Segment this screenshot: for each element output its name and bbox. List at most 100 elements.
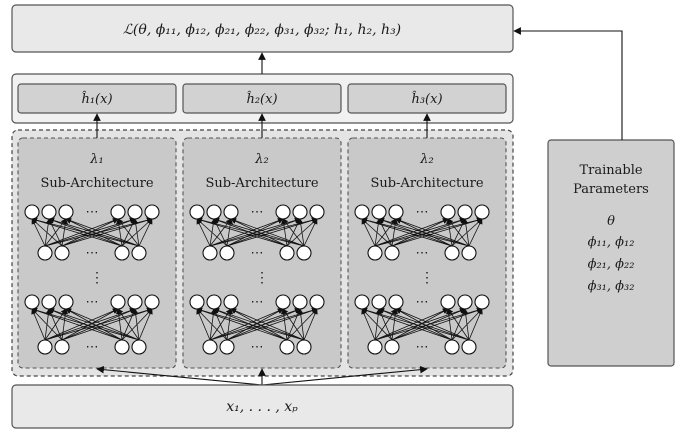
- network-node: [474, 204, 490, 220]
- network-node: [58, 204, 74, 220]
- network-node: [37, 339, 53, 355]
- network-edge: [297, 218, 305, 247]
- parameters-phi-2: ϕ₂₁, ϕ₂₂: [588, 257, 635, 272]
- network-edge: [31, 308, 63, 341]
- parameters-phi-1: ϕ₁₁, ϕ₁₂: [588, 235, 635, 250]
- network-edge: [213, 217, 305, 247]
- network-node: [127, 204, 143, 220]
- network-node: [223, 204, 239, 220]
- network-vertical-ellipsis: ⋮: [255, 270, 269, 286]
- network-node: [461, 339, 477, 355]
- network-edge: [61, 308, 119, 341]
- network-node: [219, 339, 235, 355]
- network-row-ellipsis-lower: ⋯: [416, 340, 429, 355]
- network-edge: [378, 307, 470, 341]
- network-edge: [361, 217, 470, 247]
- network-edge: [196, 217, 305, 247]
- network-node: [54, 245, 70, 261]
- network-edge: [230, 308, 305, 341]
- network-node: [384, 339, 400, 355]
- sub-architecture-2-title: Sub-Architecture: [205, 176, 318, 191]
- network-node: [189, 294, 205, 310]
- network-node: [296, 339, 312, 355]
- network-edge: [61, 308, 69, 341]
- network-edge: [31, 217, 123, 247]
- network-edge: [226, 308, 234, 341]
- sub-architecture-3-title: Sub-Architecture: [370, 176, 483, 191]
- network-edge: [226, 308, 284, 341]
- network-edge: [65, 218, 140, 247]
- network-node: [202, 339, 218, 355]
- network-edge: [138, 218, 153, 247]
- network-node: [457, 294, 473, 310]
- loss-function-label: ℒ(θ, ϕ₁₁, ϕ₁₂, ϕ₂₁, ϕ₂₂, ϕ₃₁, ϕ₃₂; h₁, h…: [123, 22, 401, 38]
- network-row-ellipsis-lower: ⋯: [86, 340, 99, 355]
- network-edge: [297, 308, 305, 341]
- trainable-parameters-box: Trainable Parameters θ ϕ₁₁, ϕ₁₂ ϕ₂₁, ϕ₂₂…: [547, 139, 675, 367]
- sub-architecture-3: λ₂ Sub-Architecture ⋯⋯⋮⋯⋯: [347, 137, 507, 369]
- network-edge: [48, 307, 140, 341]
- network-edge: [132, 218, 140, 247]
- sub-architecture-3-lambda: λ₂: [419, 152, 433, 167]
- network-edge: [213, 307, 305, 341]
- network-node: [354, 294, 370, 310]
- network-node: [309, 204, 325, 220]
- network-edge: [196, 218, 228, 247]
- network-node: [24, 204, 40, 220]
- network-diagram-3: ⋯⋯⋮⋯⋯: [354, 204, 490, 355]
- network-edge: [196, 217, 288, 247]
- network-row-ellipsis-lower: ⋯: [86, 295, 99, 310]
- input-box: x₁, . . . , xₚ: [11, 384, 514, 429]
- network-edge: [378, 217, 470, 247]
- network-edge: [361, 308, 393, 341]
- parameters-phi-3: ϕ₃₁, ϕ₃₂: [588, 279, 635, 294]
- network-edge: [196, 308, 228, 341]
- parameters-title-line2: Parameters: [573, 182, 649, 197]
- network-node: [371, 204, 387, 220]
- parameters-title-line1: Trainable: [579, 163, 642, 178]
- network-row-ellipsis-upper: ⋯: [416, 246, 429, 261]
- network-vertical-ellipsis: ⋮: [90, 270, 104, 286]
- network-node: [206, 294, 222, 310]
- network-edge: [117, 218, 140, 247]
- outputs-container: ĥ₁(x) ĥ₂(x) ĥ₃(x): [11, 73, 514, 124]
- network-node: [292, 204, 308, 220]
- network-node: [58, 294, 74, 310]
- network-node: [110, 294, 126, 310]
- network-node: [444, 339, 460, 355]
- network-node: [384, 245, 400, 261]
- network-node: [223, 294, 239, 310]
- network-node: [189, 204, 205, 220]
- network-edge: [48, 217, 140, 247]
- network-edge: [31, 307, 123, 341]
- network-edge: [61, 218, 119, 247]
- network-edge: [138, 308, 153, 341]
- network-node: [144, 204, 160, 220]
- network-node: [296, 245, 312, 261]
- network-edge: [361, 218, 393, 247]
- network-edge: [361, 307, 453, 341]
- network-row-ellipsis-upper: ⋯: [86, 205, 99, 220]
- network-row-ellipsis-lower: ⋯: [251, 340, 264, 355]
- network-edge: [230, 218, 305, 247]
- network-edge: [303, 308, 318, 341]
- input-label: x₁, . . . , xₚ: [226, 399, 298, 415]
- output-label-3: ĥ₃(x): [411, 91, 442, 107]
- network-edge: [391, 308, 399, 341]
- network-node: [275, 294, 291, 310]
- network-row-ellipsis-upper: ⋯: [86, 246, 99, 261]
- arrow-input-to-sub1: [96, 365, 263, 386]
- network-node: [41, 204, 57, 220]
- network-edge: [391, 218, 449, 247]
- network-node: [388, 294, 404, 310]
- network-edge: [361, 307, 470, 341]
- network-node: [457, 204, 473, 220]
- network-edge: [31, 217, 140, 247]
- network-node: [202, 245, 218, 261]
- sub-architecture-2-lambda: λ₂: [254, 152, 268, 167]
- network-node: [114, 245, 130, 261]
- parameter-theta: θ: [607, 214, 615, 229]
- network-edge: [132, 308, 140, 341]
- network-edge: [196, 307, 288, 341]
- network-node: [37, 245, 53, 261]
